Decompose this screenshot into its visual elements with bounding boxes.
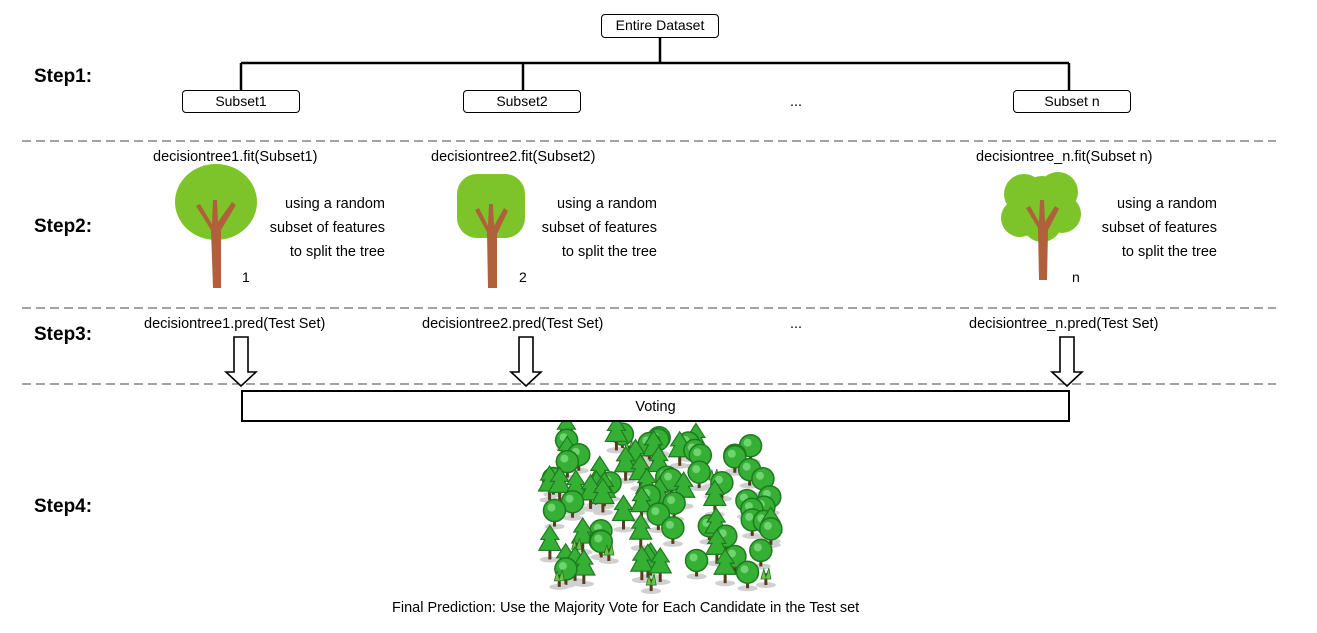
subset-n-box: Subset n [1013,90,1131,113]
down-arrow-1 [223,336,259,388]
feature-note-line: to split the tree [561,244,657,260]
forest-tree [641,573,662,595]
forest-tree [590,477,615,516]
forest-tree [759,517,783,548]
forest-tree [611,494,636,533]
pred-label-2: decisiontree2.pred(Test Set) [422,316,604,332]
entire-dataset-box: Entire Dataset [601,14,719,38]
feature-note-line: using a random [1117,196,1217,212]
forest-tree [755,567,776,589]
feature-note-1: using a random subset of features to spl… [270,192,385,264]
feature-note-line: subset of features [269,220,385,236]
forest-tree [723,445,747,476]
subset-1-box: Subset1 [182,90,300,113]
decision-tree-1-icon [175,164,257,288]
forest-tree [687,460,711,492]
decision-tree-2-icon [457,174,525,288]
forest-tree [578,473,603,512]
fit-label-n: decisiontree_n.fit(Subset n) [976,149,1153,165]
tree-number-2: 2 [519,269,527,285]
down-arrow-n [1049,336,1085,388]
down-arrow-2 [508,336,544,388]
tree-number-n: n [1072,269,1080,285]
forest-tree [598,543,619,564]
feature-note-line: to split the tree [289,244,385,260]
fit-label-2: decisiontree2.fit(Subset2) [431,149,596,165]
forest-tree [684,548,709,580]
pred-label-1: decisiontree1.pred(Test Set) [144,316,326,332]
feature-note-line: subset of features [1101,220,1217,236]
feature-note-line: using a random [557,196,657,212]
feature-note-2: using a random subset of features to spl… [542,192,657,264]
subset-ellipsis: ... [790,94,803,110]
forest-tree [735,560,760,592]
fit-label-1: decisiontree1.fit(Subset1) [153,149,318,165]
forest-tree [646,502,671,534]
decision-tree-n-icon [1001,172,1081,280]
feature-note-line: to split the tree [1121,244,1217,260]
forest-tree [604,415,629,454]
step1-label: Step1: [34,66,93,87]
forest-tree [661,516,685,547]
forest-tree [537,524,562,563]
forest-icon [537,414,783,595]
voting-box: Voting [241,390,1070,422]
forest-tree [549,569,570,590]
step3-label: Step3: [34,324,93,345]
forest-tree [704,528,729,567]
tree-number-1: 1 [242,269,250,285]
forest-tree [713,548,738,587]
pred-ellipsis: ... [790,316,803,332]
forest-tree [560,489,585,521]
step2-label: Step2: [34,216,93,237]
subset-2-box: Subset2 [463,90,581,113]
step4-label: Step4: [34,496,93,517]
feature-note-line: using a random [285,196,385,212]
final-prediction-caption: Final Prediction: Use the Majority Vote … [392,600,860,616]
feature-note-n: using a random subset of features to spl… [1102,192,1217,264]
forest-tree [542,498,567,530]
pred-label-n: decisiontree_n.pred(Test Set) [969,316,1159,332]
feature-note-line: subset of features [541,220,657,236]
